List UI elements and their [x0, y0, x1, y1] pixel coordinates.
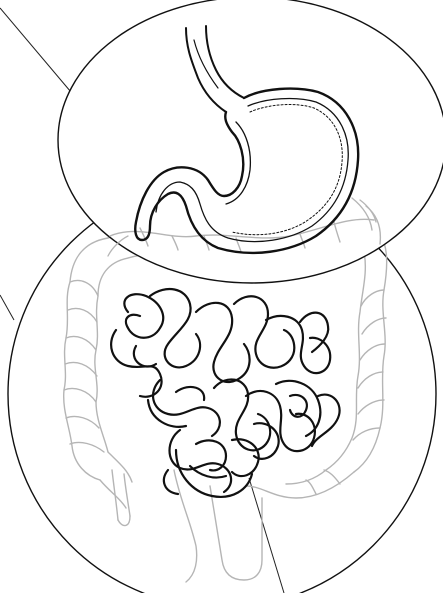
leader-line-upper: [0, 8, 76, 98]
small-intestine: [111, 289, 339, 497]
leader-line-left: [0, 295, 14, 320]
rectum: [210, 486, 262, 580]
upper-magnifier-circle: [58, 0, 443, 283]
